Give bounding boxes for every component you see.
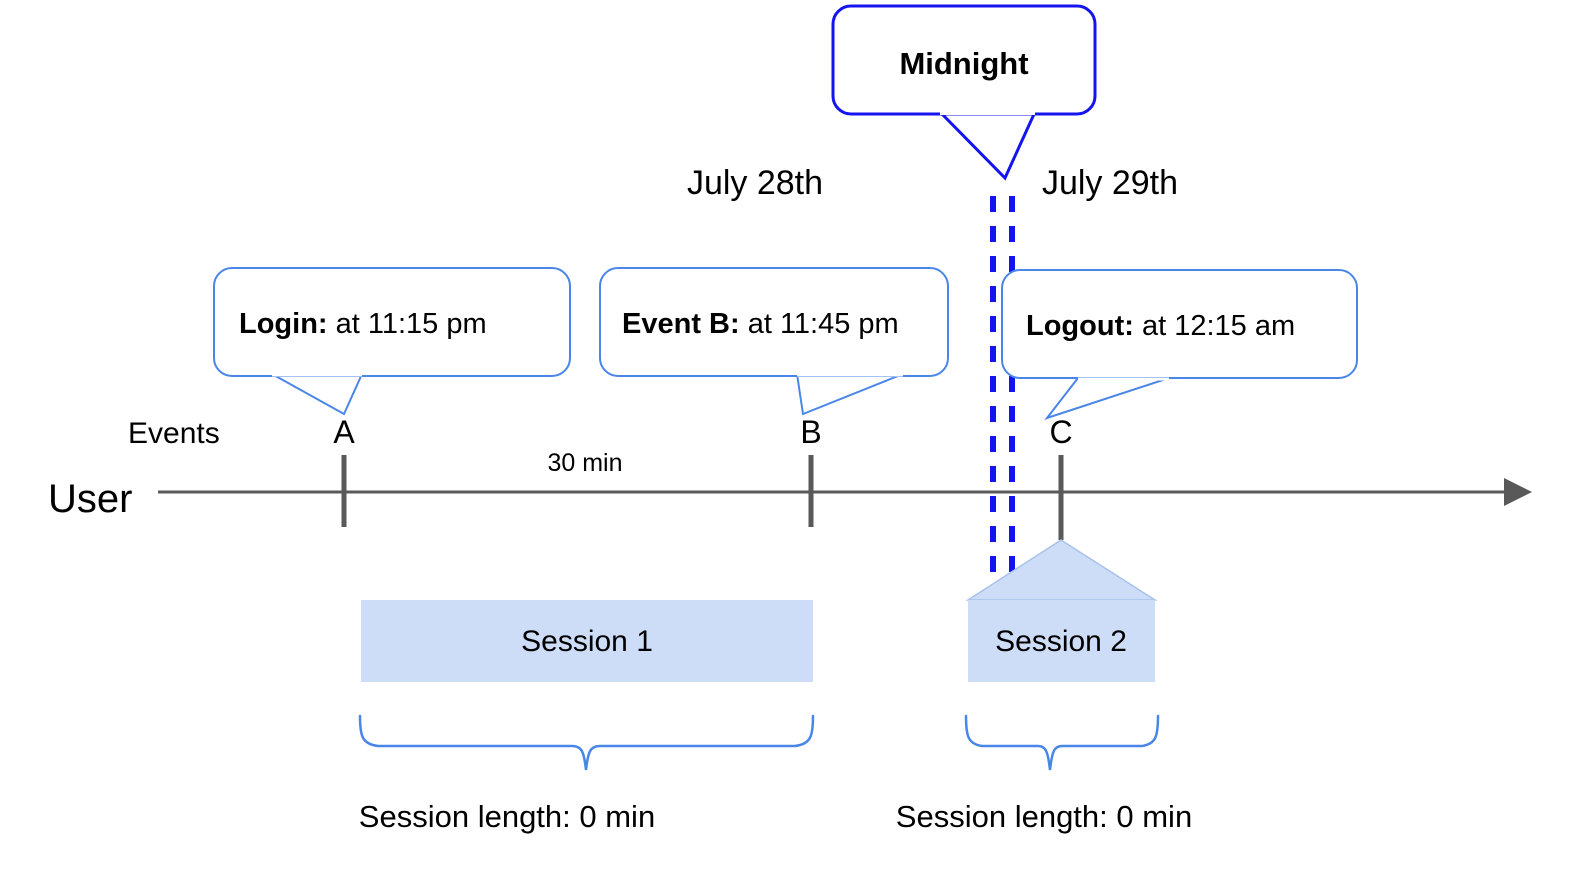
session-1-length-label: Session length: 0 min [359, 799, 655, 834]
timeline-axis [158, 478, 1532, 506]
callout-logout-rest: at 12:15 am [1134, 310, 1295, 342]
session-2-box [968, 600, 1155, 682]
session-1-brace [358, 714, 815, 771]
row-label-events: Events [128, 417, 220, 450]
session-1-label: Session 1 [521, 625, 653, 658]
session-1[interactable]: Session 1 [361, 600, 813, 682]
callout-login-tail [268, 373, 364, 416]
callout-event-b-rest: at 11:45 pm [740, 308, 899, 340]
session-2-label: Session 2 [995, 625, 1127, 658]
marker-label-b: B [800, 414, 821, 450]
timeline-axis-arrowhead [1504, 478, 1532, 506]
callout-login-rest: at 11:15 pm [328, 308, 487, 340]
session-2[interactable]: Session 2 [968, 600, 1155, 682]
callout-event-b-text: Event B: at 11:45 pm [622, 308, 899, 340]
callout-login-text: Login: at 11:15 pm [239, 308, 487, 340]
callout-logout-box [1001, 269, 1358, 379]
callout-event-b[interactable]: Event B: at 11:45 pm [599, 267, 949, 416]
midnight-callout-tail [936, 110, 1038, 181]
callout-login[interactable]: Login: at 11:15 pm [213, 267, 571, 416]
marker-label-c: C [1049, 414, 1072, 450]
callout-login-box [213, 267, 571, 377]
session-2-brace [964, 714, 1160, 771]
callout-logout-tail [1044, 377, 1170, 420]
date-label-july-28: July 28th [687, 164, 823, 202]
midnight-callout-label: Midnight [899, 46, 1028, 81]
session-1-box [361, 600, 813, 682]
callout-login-bold: Login: [239, 308, 328, 340]
callout-event-b-bold: Event B: [622, 308, 740, 340]
row-label-user: User [48, 477, 132, 521]
session-2-connector [965, 539, 1158, 601]
callout-logout[interactable]: Logout: at 12:15 am [1001, 269, 1358, 420]
midnight-callout[interactable]: Midnight [831, 4, 1097, 181]
callout-event-b-tail [795, 373, 904, 416]
callout-event-b-box [599, 267, 949, 377]
callout-logout-text: Logout: at 12:15 am [1026, 310, 1295, 342]
midnight-divider [990, 196, 1015, 585]
marker-label-a: A [333, 414, 355, 450]
date-label-july-29: July 29th [1042, 164, 1178, 202]
callout-logout-bold: Logout: [1026, 310, 1134, 342]
session-2-length-label: Session length: 0 min [896, 799, 1192, 834]
gap-duration-label: 30 min [547, 449, 622, 477]
